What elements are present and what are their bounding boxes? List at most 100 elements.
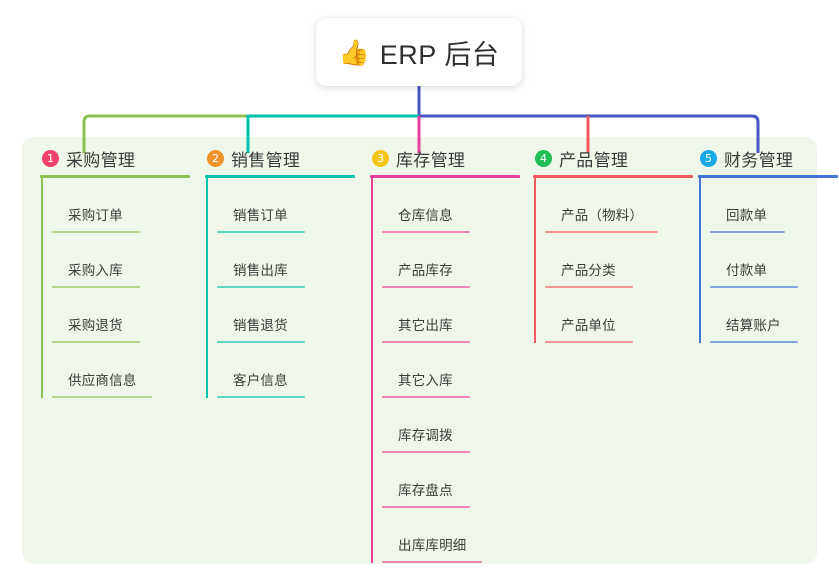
leaf-node[interactable]: 库存调拨 — [382, 398, 520, 453]
leaf-label: 客户信息 — [233, 373, 288, 388]
leaf-underline — [710, 231, 785, 233]
leaf-node[interactable]: 采购入库 — [52, 233, 190, 288]
leaf-underline — [382, 396, 470, 398]
leaf-label: 付款单 — [726, 263, 768, 278]
leaf-label: 销售退货 — [233, 318, 288, 333]
leaf-underline — [382, 561, 482, 563]
leaf-label: 库存调拨 — [398, 428, 453, 443]
diagram-panel — [22, 137, 817, 564]
leaf-spine-5 — [699, 178, 701, 343]
leaf-node[interactable]: 产品库存 — [382, 233, 520, 288]
branch-column-2: 2 销售管理 销售订单 销售出库 销售退货 客户信息 — [205, 146, 355, 398]
leaf-node[interactable]: 供应商信息 — [52, 343, 190, 398]
leaf-label: 库存盘点 — [398, 483, 453, 498]
leaf-underline — [52, 231, 140, 233]
leaf-underline — [382, 286, 470, 288]
leaf-node[interactable]: 销售出库 — [217, 233, 355, 288]
leaf-underline — [217, 286, 305, 288]
branch-badge-4: 4 — [535, 149, 552, 167]
branch-title-3: 库存管理 — [396, 150, 466, 170]
leaf-underline — [710, 341, 798, 343]
leaf-node[interactable]: 产品（物料） — [545, 178, 693, 233]
leaf-label: 出库库明细 — [398, 538, 467, 553]
branch-header-1[interactable]: 1 采购管理 — [40, 146, 190, 170]
branch-underline-4 — [533, 175, 693, 178]
branch-badge-5: 5 — [700, 149, 717, 167]
leaf-label: 仓库信息 — [398, 208, 453, 223]
branch-underline-3 — [370, 175, 520, 178]
leaf-underline — [382, 451, 470, 453]
leaf-node[interactable]: 出库库明细 — [382, 508, 520, 563]
branch-title-1: 采购管理 — [66, 150, 136, 170]
branch-column-4: 4 产品管理 产品（物料） 产品分类 产品单位 — [533, 146, 693, 343]
leaf-node[interactable]: 回款单 — [710, 178, 838, 233]
branch-title-4: 产品管理 — [559, 150, 629, 170]
leaf-underline — [545, 341, 633, 343]
leaf-list-4: 产品（物料） 产品分类 产品单位 — [533, 178, 693, 343]
leaf-label: 产品分类 — [561, 263, 616, 278]
branch-badge-1: 1 — [42, 149, 59, 167]
leaf-label: 产品单位 — [561, 318, 616, 333]
leaf-node[interactable]: 其它入库 — [382, 343, 520, 398]
leaf-label: 其它入库 — [398, 373, 453, 388]
branch-column-5: 5 财务管理 回款单 付款单 结算账户 — [698, 146, 838, 343]
leaf-node[interactable]: 采购退货 — [52, 288, 190, 343]
leaf-node[interactable]: 客户信息 — [217, 343, 355, 398]
branch-header-4[interactable]: 4 产品管理 — [533, 146, 693, 170]
branch-title-2: 销售管理 — [231, 150, 301, 170]
leaf-node[interactable]: 销售退货 — [217, 288, 355, 343]
leaf-node[interactable]: 产品分类 — [545, 233, 693, 288]
leaf-label: 销售订单 — [233, 208, 288, 223]
leaf-underline — [382, 506, 470, 508]
root-node-title: ERP 后台 — [379, 39, 500, 70]
branch-title-5: 财务管理 — [724, 150, 794, 170]
leaf-underline — [217, 231, 305, 233]
leaf-node[interactable]: 其它出库 — [382, 288, 520, 343]
leaf-underline — [382, 231, 470, 233]
leaf-list-2: 销售订单 销售出库 销售退货 客户信息 — [205, 178, 355, 398]
leaf-underline — [52, 286, 140, 288]
branch-header-5[interactable]: 5 财务管理 — [698, 146, 838, 170]
leaf-node[interactable]: 销售订单 — [217, 178, 355, 233]
leaf-node[interactable]: 仓库信息 — [382, 178, 520, 233]
leaf-spine-3 — [371, 178, 373, 563]
branch-header-2[interactable]: 2 销售管理 — [205, 146, 355, 170]
leaf-spine-1 — [41, 178, 43, 398]
leaf-node[interactable]: 产品单位 — [545, 288, 693, 343]
leaf-label: 产品库存 — [398, 263, 453, 278]
leaf-list-5: 回款单 付款单 结算账户 — [698, 178, 838, 343]
branch-header-3[interactable]: 3 库存管理 — [370, 146, 520, 170]
leaf-underline — [710, 286, 798, 288]
leaf-label: 采购订单 — [68, 208, 123, 223]
branch-column-1: 1 采购管理 采购订单 采购入库 采购退货 供应商信息 — [40, 146, 190, 398]
branch-column-3: 3 库存管理 仓库信息 产品库存 其它出库 其它入库 库存调拨 — [370, 146, 520, 563]
leaf-spine-4 — [534, 178, 536, 343]
thumbs-up-icon: 👍 — [338, 37, 370, 67]
leaf-underline — [545, 286, 633, 288]
leaf-label: 产品（物料） — [561, 208, 644, 223]
leaf-node[interactable]: 结算账户 — [710, 288, 838, 343]
leaf-label: 采购入库 — [68, 263, 123, 278]
leaf-label: 销售出库 — [233, 263, 288, 278]
leaf-label: 供应商信息 — [68, 373, 137, 388]
leaf-node[interactable]: 采购订单 — [52, 178, 190, 233]
branch-underline-1 — [40, 175, 190, 178]
leaf-label: 其它出库 — [398, 318, 453, 333]
leaf-underline — [217, 341, 305, 343]
leaf-node[interactable]: 库存盘点 — [382, 453, 520, 508]
leaf-label: 结算账户 — [726, 318, 781, 333]
branch-underline-5 — [698, 175, 838, 178]
branch-badge-2: 2 — [207, 149, 224, 167]
leaf-label: 回款单 — [726, 208, 768, 223]
leaf-label: 采购退货 — [68, 318, 123, 333]
branch-badge-3: 3 — [372, 149, 389, 167]
leaf-node[interactable]: 付款单 — [710, 233, 838, 288]
leaf-list-3: 仓库信息 产品库存 其它出库 其它入库 库存调拨 库存盘点 — [370, 178, 520, 563]
leaf-underline — [217, 396, 305, 398]
leaf-spine-2 — [206, 178, 208, 398]
leaf-underline — [545, 231, 658, 233]
leaf-underline — [382, 341, 470, 343]
root-node-card[interactable]: 👍 ERP 后台 — [316, 18, 522, 86]
leaf-underline — [52, 341, 140, 343]
